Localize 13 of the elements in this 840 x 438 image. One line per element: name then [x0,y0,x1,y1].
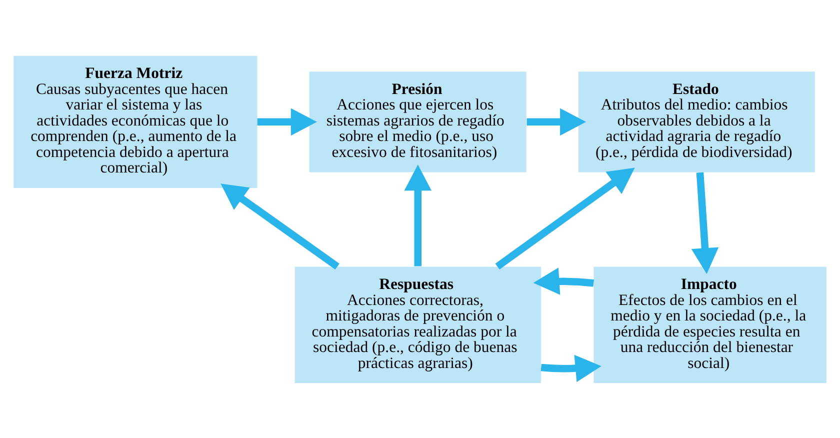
node-box: Fuerza Motriz Causas subyacentes que hacen variar el sistema y las actividades económicas que lo comprenden (p.e., aumento de la competencia debido a apertura comercial) [14,55,258,188]
arrow [526,108,586,136]
arrow [404,164,432,266]
arrow [691,172,719,274]
arrow [540,354,602,382]
arrow [495,167,635,269]
node-box: Presión Acciones que ejercen los sistemas agrarios de regadío sobre el medio (p.e., uso excesivo de fitosanitarios) [309,71,526,172]
node-box: Impacto Efectos de los cambios en el medio y en la sociedad (p.e., la pérdida de especies resulta en una reducción del bienestar social) [594,266,826,383]
arrow [257,108,317,136]
arrow [220,183,340,269]
arrow [533,267,594,294]
node-box: Respuestas Acciones correctoras, mitigadoras de prevención o compensatorias realizadas por la sociedad (p.e., código de buenas prácticas agrarias) [294,266,541,383]
node-box: Estado Atributos del medio: cambios observables debidos a la actividad agraria de regadío (p.e., pérdida de biodiversidad) [578,71,815,172]
